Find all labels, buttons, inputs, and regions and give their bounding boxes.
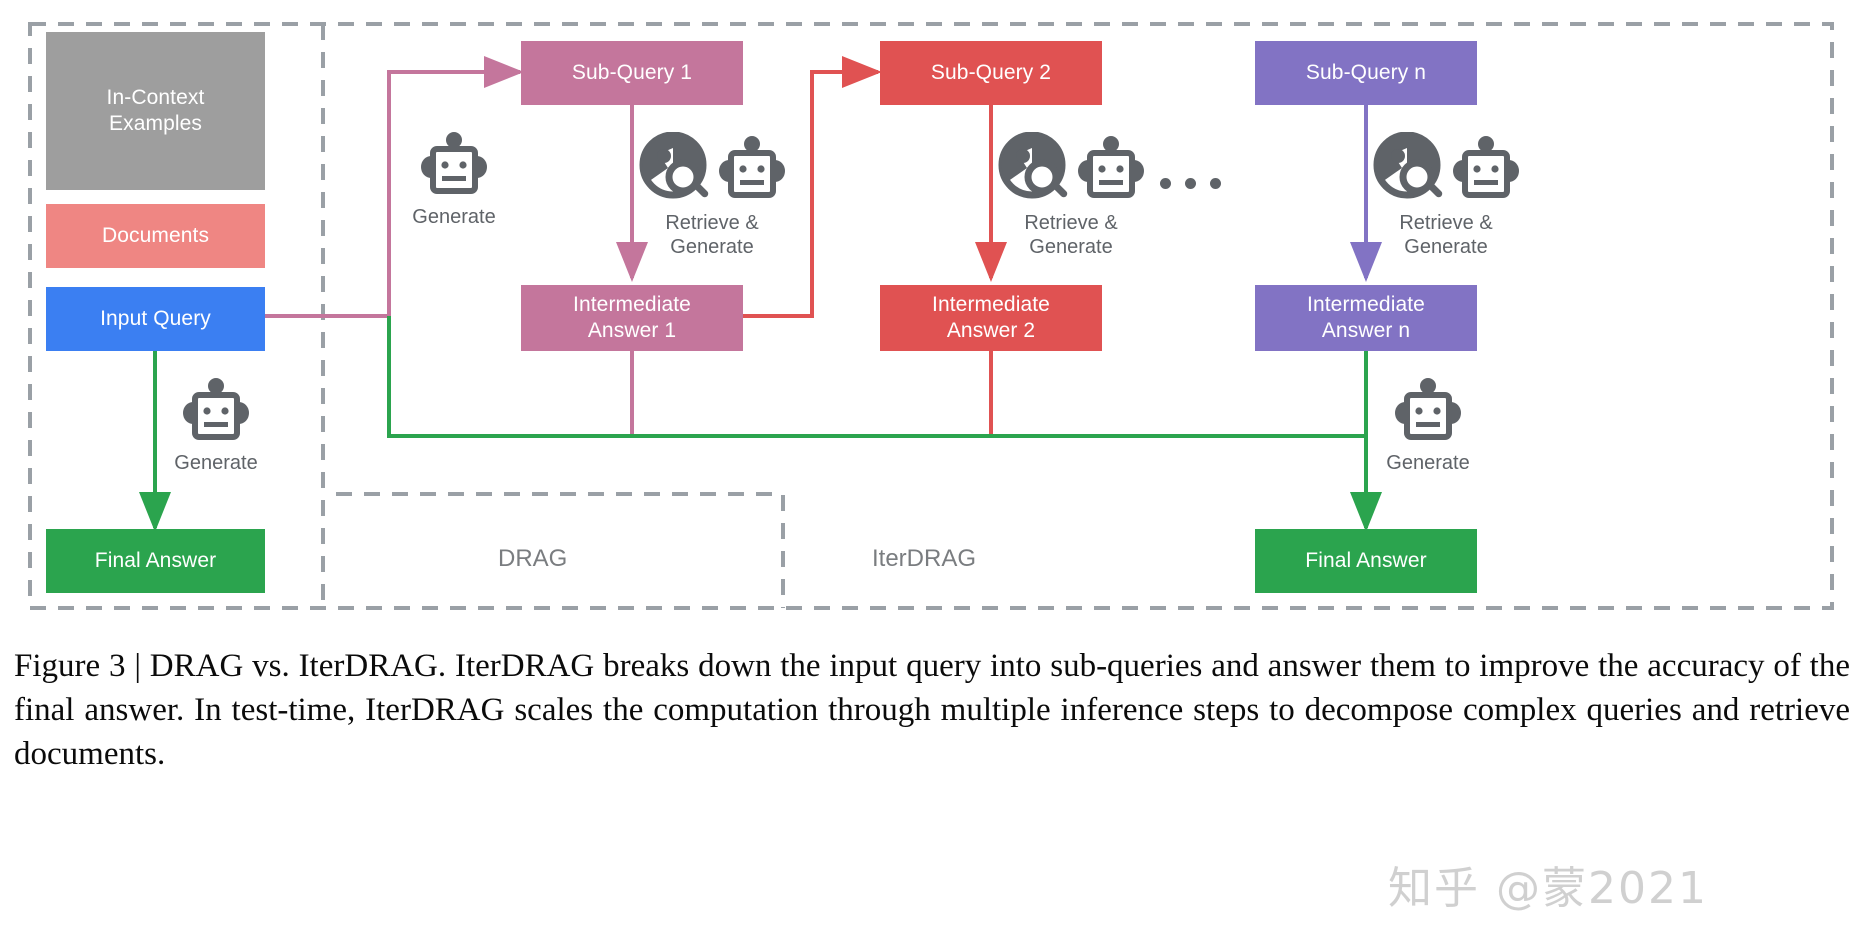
box-final-answer-left: Final Answer bbox=[46, 529, 265, 593]
edge-green-bus bbox=[387, 316, 1366, 438]
drag-dashed-frame-right bbox=[336, 492, 785, 608]
icon-row bbox=[996, 131, 1146, 207]
diagram-canvas: In-Context Examples Documents Input Quer… bbox=[28, 22, 1834, 610]
robot-icon bbox=[1451, 134, 1521, 205]
icon-retrieve-generate-1: Retrieve & Generate bbox=[632, 131, 792, 259]
outer-dashed-frame bbox=[28, 22, 1834, 610]
ellipsis-dot bbox=[1160, 178, 1171, 189]
connector-layer bbox=[28, 22, 1834, 610]
box-sub-query-2: Sub-Query 2 bbox=[880, 41, 1102, 105]
box-in-context-examples: In-Context Examples bbox=[46, 32, 265, 190]
icon-caption: Generate bbox=[412, 206, 496, 228]
icon-caption: Generate bbox=[1386, 452, 1470, 474]
icon-generate-right: Generate bbox=[1372, 376, 1484, 475]
box-intermediate-answer-n: Intermediate Answer n bbox=[1255, 285, 1477, 351]
icon-generate-drag: Generate bbox=[398, 130, 510, 229]
globe-search-icon bbox=[637, 131, 711, 207]
section-label-drag: DRAG bbox=[498, 545, 568, 572]
ellipsis-dot bbox=[1210, 178, 1221, 189]
box-intermediate-answer-1: Intermediate Answer 1 bbox=[521, 285, 743, 351]
icon-retrieve-generate-2: Retrieve & Generate bbox=[991, 131, 1151, 259]
icon-caption: Generate bbox=[174, 452, 258, 474]
icon-caption: Retrieve & Generate bbox=[1024, 212, 1118, 258]
section-label-iterdrag: IterDRAG bbox=[872, 545, 977, 572]
box-documents: Documents bbox=[46, 204, 265, 268]
ellipsis-icon bbox=[1160, 178, 1221, 189]
icon-row bbox=[1393, 376, 1463, 447]
icon-caption: Retrieve & Generate bbox=[1399, 212, 1493, 258]
globe-search-icon bbox=[996, 131, 1070, 207]
box-final-answer-right: Final Answer bbox=[1255, 529, 1477, 593]
watermark: 知乎 @蒙2021 bbox=[1388, 863, 1708, 914]
icon-generate-left: Generate bbox=[160, 376, 272, 475]
edge-answer1-to-subquery2 bbox=[742, 56, 882, 318]
robot-icon bbox=[717, 134, 787, 205]
icon-row bbox=[419, 130, 489, 201]
ellipsis-dot bbox=[1185, 178, 1196, 189]
box-sub-query-n: Sub-Query n bbox=[1255, 41, 1477, 105]
box-sub-query-1: Sub-Query 1 bbox=[521, 41, 743, 105]
icon-row bbox=[181, 376, 251, 447]
robot-icon bbox=[419, 130, 489, 201]
robot-icon bbox=[181, 376, 251, 447]
box-intermediate-answer-2: Intermediate Answer 2 bbox=[880, 285, 1102, 351]
icon-row bbox=[1371, 131, 1521, 207]
figure-caption-text: Figure 3 | DRAG vs. IterDRAG. IterDRAG b… bbox=[14, 648, 1850, 772]
robot-icon bbox=[1076, 134, 1146, 205]
icon-caption: Retrieve & Generate bbox=[665, 212, 759, 258]
edge-input-to-subquery1 bbox=[265, 56, 524, 318]
robot-icon bbox=[1393, 376, 1463, 447]
box-input-query: Input Query bbox=[46, 287, 265, 351]
figure-caption: Figure 3 | DRAG vs. IterDRAG. IterDRAG b… bbox=[14, 645, 1850, 777]
icon-retrieve-generate-n: Retrieve & Generate bbox=[1366, 131, 1526, 259]
icon-row bbox=[637, 131, 787, 207]
globe-search-icon bbox=[1371, 131, 1445, 207]
